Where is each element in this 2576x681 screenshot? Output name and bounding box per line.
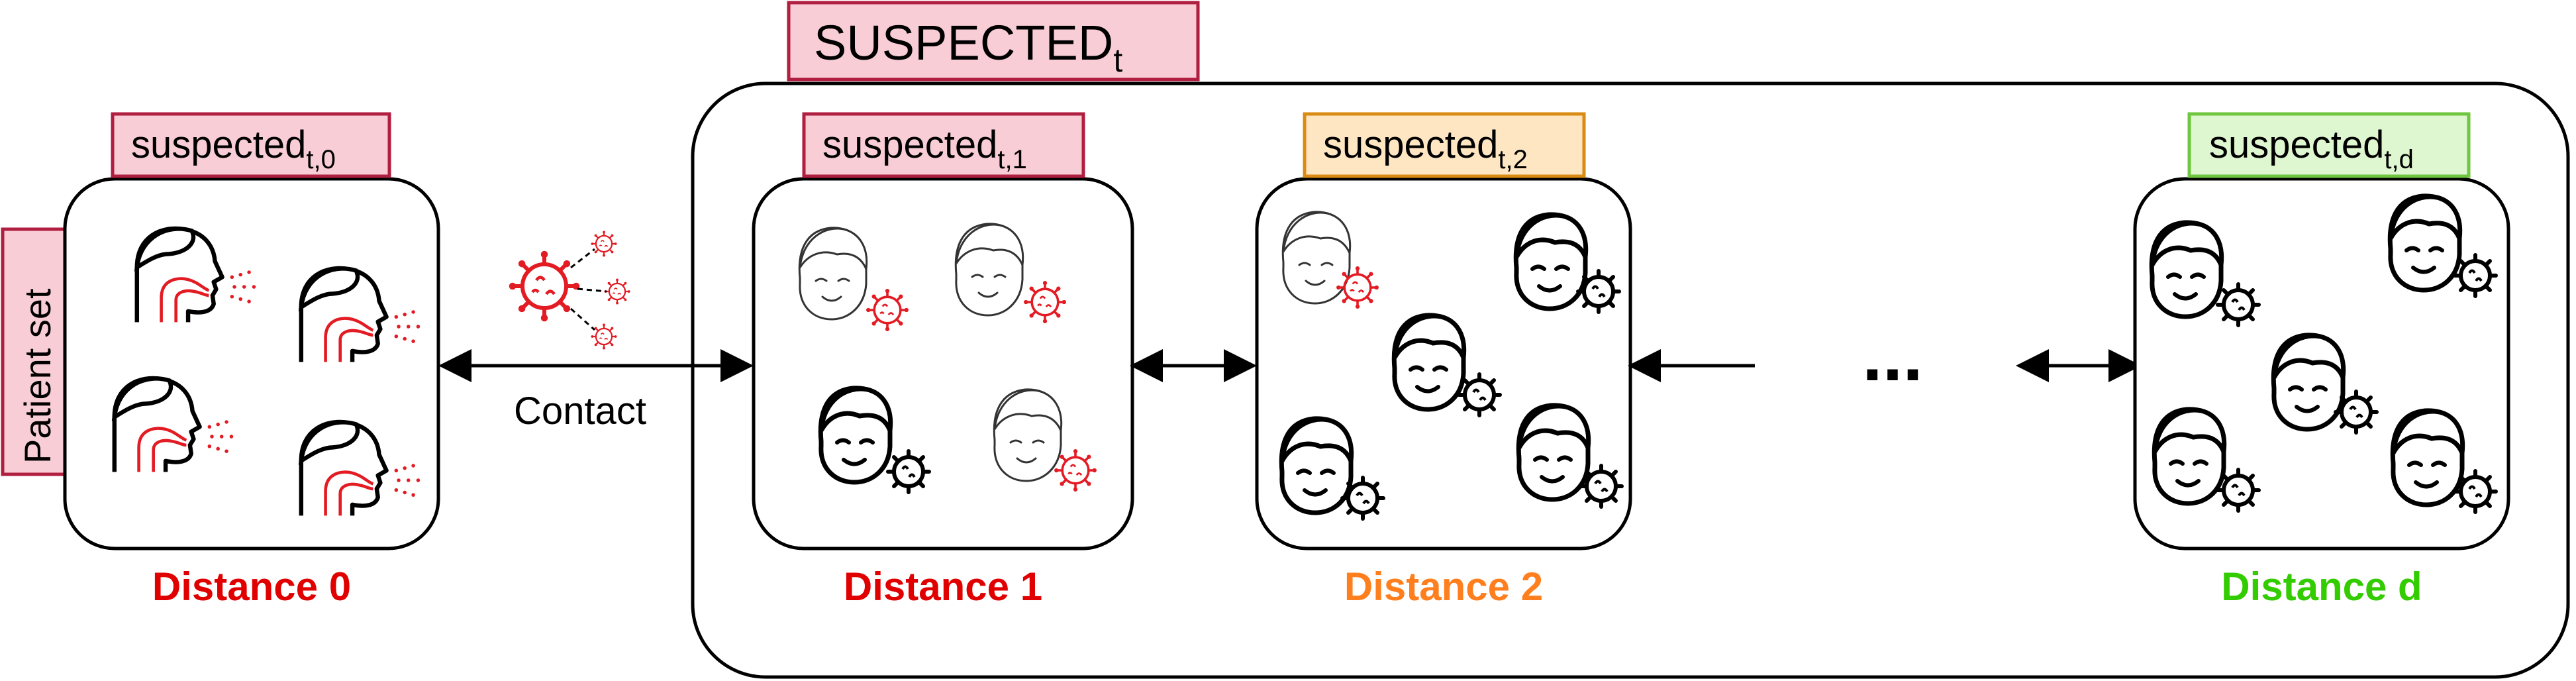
virus-icon [603, 278, 631, 305]
node-distance-1: suspectedt,1 Distance 1 [752, 112, 1134, 609]
virus-icon [1459, 374, 1500, 415]
virus-icon [590, 230, 618, 258]
virus-icon [1578, 271, 1619, 312]
node-distance-0: suspectedt,0 Distance 0 [63, 112, 440, 609]
node-distance-d: suspectedt,d Distance d [2133, 112, 2510, 609]
virus-icon [2336, 392, 2377, 433]
distance-label: Distance d [2221, 564, 2422, 609]
face-icon [2273, 335, 2343, 429]
face-icon [2393, 411, 2462, 505]
virus-icon [2218, 284, 2259, 325]
virus-icon [509, 251, 580, 322]
face-icon [1516, 215, 1585, 309]
face-icon [1281, 211, 1352, 305]
node-box [63, 177, 440, 550]
face-icon [1518, 405, 1588, 499]
patient-set-label: Patient set [17, 288, 58, 464]
node-label: suspectedt,0 [131, 123, 336, 174]
node-label-box [2187, 112, 2471, 178]
face-icon [2154, 409, 2224, 503]
ellipsis: ... [1862, 315, 1923, 396]
face-icon [1394, 315, 1463, 409]
node-label: suspectedt,d [2209, 123, 2414, 174]
virus-icon [2218, 470, 2259, 511]
node-label: suspectedt,1 [822, 123, 1027, 174]
face-icon [2152, 223, 2221, 317]
face-icon [820, 388, 890, 482]
virus-icon [888, 451, 929, 492]
virus-icon [1581, 466, 1622, 507]
face-icon [2390, 196, 2459, 290]
node-box [752, 177, 1134, 550]
contact-virus-cluster [509, 230, 631, 350]
node-label-box [1303, 112, 1586, 178]
virus-icon [1342, 478, 1383, 519]
face-icon [954, 223, 1024, 317]
virus-icon [2455, 471, 2496, 512]
virus-icon [590, 323, 618, 350]
node-label-box [111, 112, 391, 178]
distance-label: Distance 1 [844, 564, 1042, 609]
contact-label: Contact [514, 390, 646, 433]
node-label: suspectedt,2 [1323, 123, 1528, 174]
face-icon [993, 388, 1063, 482]
suspected-group-title: SUSPECTEDt [814, 15, 1122, 79]
suspected-group-title-box [787, 1, 1200, 81]
face-icon [798, 227, 868, 321]
distance-label: Distance 0 [152, 564, 351, 609]
node-label-box [802, 112, 1085, 178]
patient-set-label-box [1, 227, 68, 476]
distance-label: Distance 2 [1344, 564, 1543, 609]
node-distance-2: suspectedt,2 Distance 2 [1255, 112, 1632, 609]
virus-icon [2455, 255, 2496, 296]
